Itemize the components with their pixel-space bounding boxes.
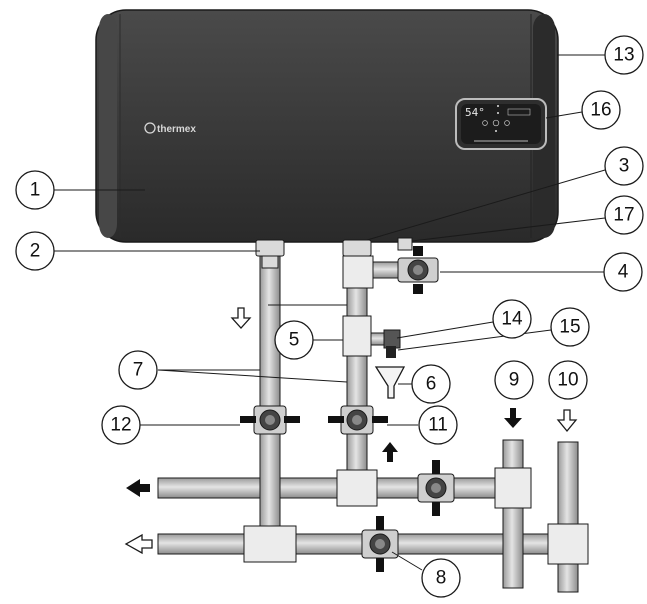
tank-left-cap <box>99 14 117 238</box>
callout-13: 13 <box>604 35 644 75</box>
safety-valve-lever <box>386 346 396 358</box>
callout-1-label: 1 <box>30 180 41 201</box>
callout-6-label: 6 <box>426 374 437 395</box>
wifi-indicator-icon <box>507 108 531 116</box>
callout-17-label: 17 <box>613 205 634 226</box>
callout-13-label: 13 <box>613 45 634 66</box>
callout-12: 12 <box>101 405 141 445</box>
hot-supply-down-arrow-icon <box>504 408 522 428</box>
flow-arrows <box>124 307 578 555</box>
valve-11 <box>328 405 388 435</box>
callout-1: 1 <box>15 170 55 210</box>
callout-11: 11 <box>418 405 458 445</box>
callout-8-label: 8 <box>436 568 447 589</box>
callout-16: 16 <box>581 90 621 130</box>
safety-valve <box>383 329 401 358</box>
callout-7: 7 <box>118 350 158 390</box>
callout-11-label: 11 <box>428 415 448 436</box>
hot-line-valve-handle <box>432 460 440 474</box>
minus-button-icon <box>482 120 488 126</box>
brand-logo-icon <box>144 122 156 134</box>
hot-flow-up-arrow-icon <box>382 442 398 462</box>
temperature-readout: 54° <box>465 106 485 119</box>
valve-8 <box>361 516 399 572</box>
callout-8: 8 <box>421 558 461 598</box>
valve-8-handle <box>376 516 384 530</box>
callout-5: 5 <box>274 320 314 360</box>
callout-16-label: 16 <box>590 100 611 121</box>
callout-6: 6 <box>411 364 451 404</box>
callout-14: 14 <box>492 299 532 339</box>
hot-line-tee <box>336 469 378 507</box>
cold-out-left-arrow-icon <box>124 533 153 555</box>
callout-7-label: 7 <box>133 360 144 381</box>
outlet-nut <box>342 239 372 257</box>
callouts: 1 2 3 4 5 6 7 8 <box>15 35 644 598</box>
fittings <box>243 237 589 565</box>
valve-12-handle <box>240 416 256 423</box>
plus-button-icon <box>504 120 510 126</box>
hot-line-valve <box>417 460 455 516</box>
control-panel-display: 54° <box>455 98 547 150</box>
cold-line-tee <box>243 525 297 563</box>
callout-2-label: 2 <box>30 241 41 262</box>
callout-2: 2 <box>15 231 55 271</box>
inlet-union <box>261 255 279 269</box>
leader-lines <box>52 54 606 571</box>
callout-15-label: 15 <box>559 317 580 338</box>
power-button-icon <box>492 119 500 127</box>
display-indicator-icon <box>495 130 497 132</box>
callout-10-label: 10 <box>557 370 578 391</box>
callout-4: 4 <box>603 252 643 292</box>
valve-12 <box>240 405 300 435</box>
safety-tee <box>342 315 372 357</box>
valve-4 <box>397 246 439 294</box>
brand-name: thermex <box>157 124 196 135</box>
outlet-tee <box>342 255 374 289</box>
cold-supply-pipe <box>557 441 579 593</box>
callout-15: 15 <box>550 307 590 347</box>
display-indicator-icon <box>497 105 499 107</box>
brand-logo: thermex <box>144 122 196 135</box>
callout-5-label: 5 <box>289 330 300 351</box>
cold-supply-tee <box>547 523 589 565</box>
drain-funnel <box>374 366 406 399</box>
cold-inlet-vertical-pipe <box>259 247 281 541</box>
callout-10: 10 <box>548 360 588 400</box>
cold-flow-down-arrow-icon <box>230 307 252 329</box>
callout-4-label: 4 <box>618 262 629 283</box>
anode-fitting <box>397 237 413 251</box>
callout-9-label: 9 <box>509 370 520 391</box>
callout-17: 17 <box>604 195 644 235</box>
hot-out-left-arrow-icon <box>126 479 150 497</box>
cold-supply-down-arrow-icon <box>556 409 578 433</box>
hot-supply-pipe <box>502 439 524 589</box>
inlet-nut <box>255 239 285 257</box>
display-indicator-icon <box>497 112 499 114</box>
callout-3: 3 <box>604 146 644 186</box>
callout-14-label: 14 <box>501 309 523 330</box>
callout-9: 9 <box>494 360 534 400</box>
callout-12-label: 12 <box>110 415 131 436</box>
valve-11-handle <box>328 416 344 423</box>
hot-supply-tee <box>494 467 532 509</box>
valve-4-handle <box>413 246 423 256</box>
callout-3-label: 3 <box>619 156 630 177</box>
